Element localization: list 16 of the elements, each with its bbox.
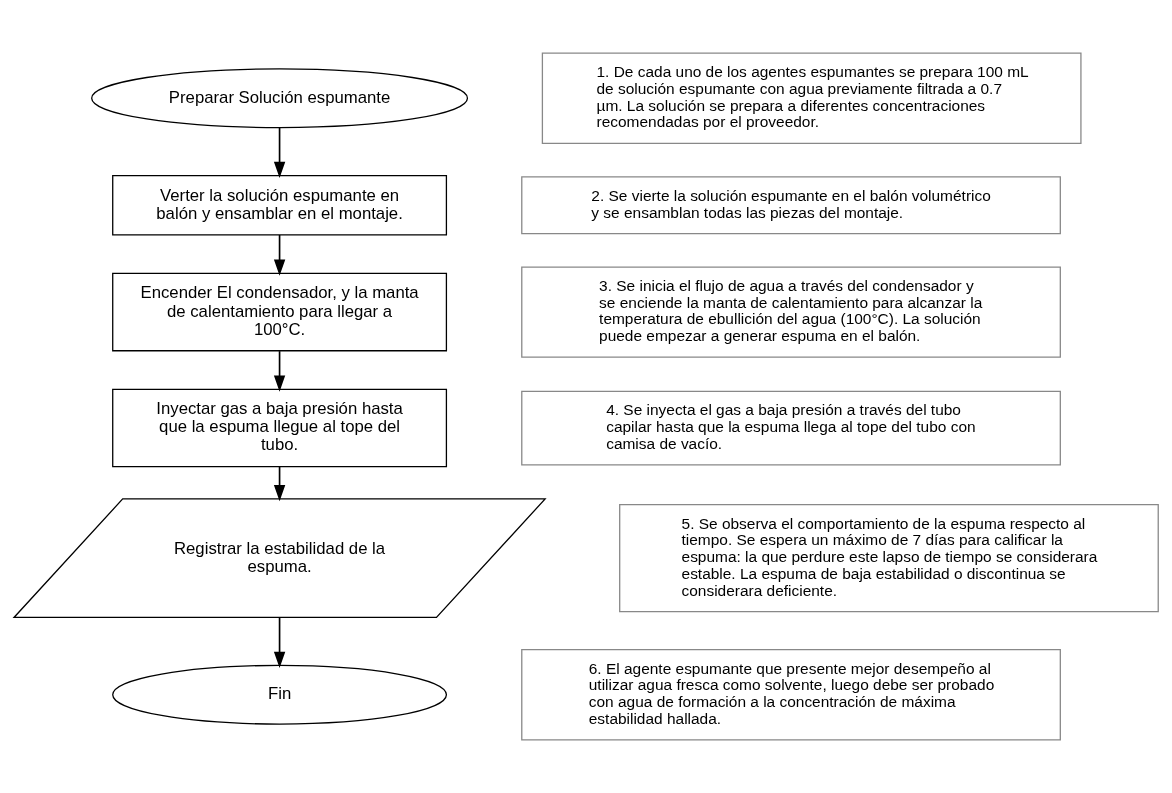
node-box: Inyectar gas a baja presión hasta que la espuma llegue al tope del tubo. [112, 388, 448, 468]
arrow [273, 234, 286, 276]
node-ellipse: Fin [112, 664, 448, 725]
node-ellipse: Preparar Solución espumante [91, 68, 469, 129]
arrow [273, 126, 286, 178]
label: 1. De cada uno de los agentes espumantes se prepara 100 mL de solución espumante con agua previamente filtrada a 0.7 µm. La solución se prepara a diferentes concentraciones recomendadas por el proveedor. [596, 63, 1029, 131]
arrow [273, 616, 286, 669]
label: 6. El agente espumante que presente mejor desempeño al utilizar agua fresca como solvente, luego debe ser probado con agua de formación a la concentración de máxima estabilidad hallada. [588, 659, 995, 727]
node-box: Verter la solución espumante en balón y ensamblar en el montaje. [112, 174, 448, 236]
label: 4. Se inyecta el gas a baja presión a través del tubo capilar hasta que la espuma llega al tope del tubo con camisa de vacío. [606, 401, 976, 452]
label: 2. Se vierte la solución espumante en el balón volumétrico y se ensamblan todas las piezas del montaje. [591, 186, 991, 221]
arrow [273, 350, 286, 392]
label: 3. Se inicia el flujo de agua a través del condensador y se enciende la manta de calentamiento para alcanzar la temperatura de ebullición del agua (100°C). La solución puede empezar a generar espuma en el balón. [599, 276, 983, 345]
node-box: Encender El condensador, y la manta de calentamiento para llegar a 100°C. [112, 272, 448, 352]
arrow [273, 466, 286, 502]
label: 5. Se observa el comportamiento de la espuma respecto al tiempo. Se espera un máximo de 7 días para calificar la espuma: la que perdure este lapso de tiempo se considerara estable. La espuma de baja estabilidad o discontinua se considerara deficiente. [681, 514, 1098, 599]
